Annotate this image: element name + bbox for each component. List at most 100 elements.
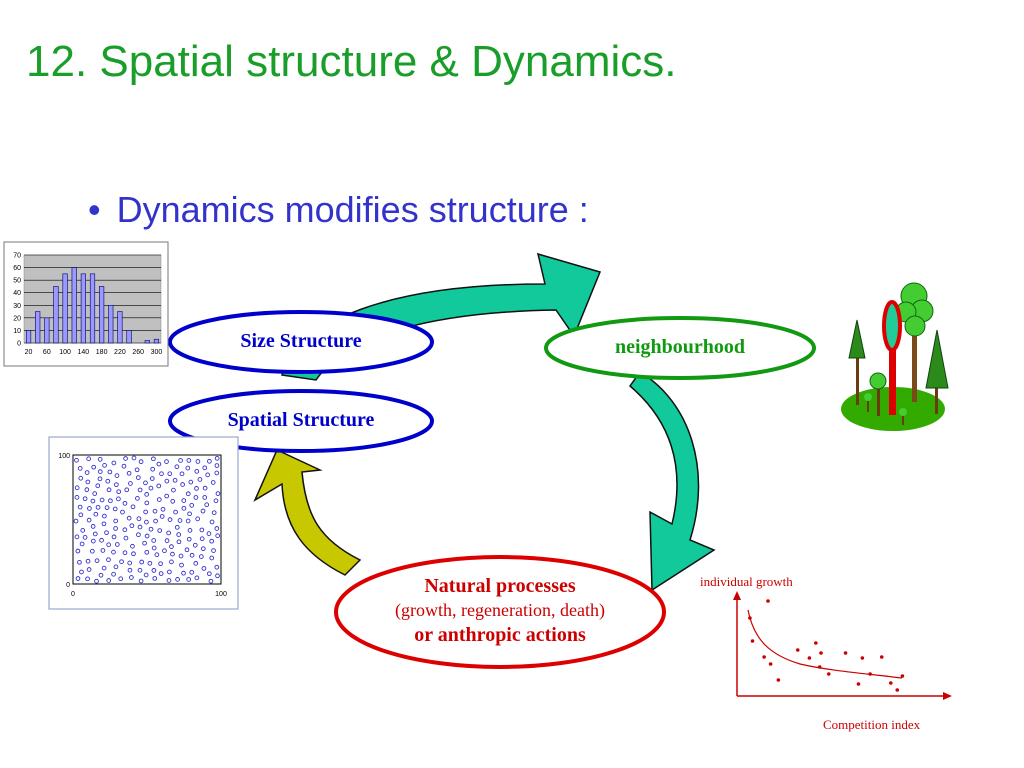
spatial-point (164, 493, 170, 499)
hist-bar (108, 304, 114, 344)
spatial-point (93, 511, 99, 517)
spatial-point (178, 458, 183, 463)
spatial-point (90, 538, 96, 544)
spatial-point (142, 540, 147, 546)
spatial-x-tick: 0 (71, 591, 75, 598)
hist-x-tick: 300 (151, 349, 163, 356)
competition-point (807, 656, 812, 660)
spatial-point (173, 509, 178, 515)
spatial-point (176, 539, 182, 545)
spatial-point (86, 456, 92, 462)
bullet-item: •Dynamics modifies structure : (88, 190, 589, 230)
spatial-point (164, 538, 170, 543)
spatial-point (113, 526, 118, 531)
spatial-point (181, 505, 187, 511)
spatial-point (99, 497, 105, 503)
hist-y-tick: 20 (13, 315, 21, 322)
hist-x-tick: 20 (25, 349, 33, 356)
spatial-point (102, 513, 107, 519)
competition-point (860, 656, 865, 660)
spatial-point (150, 466, 156, 472)
spatial-point (74, 485, 80, 491)
hist-bar (35, 311, 41, 344)
spatial-point (116, 496, 121, 502)
spatial-point (184, 547, 190, 553)
spatial-point (137, 524, 143, 530)
spatial-point (157, 528, 163, 533)
spatial-point (80, 528, 86, 533)
spatial-point (199, 536, 205, 542)
spatial-point (160, 506, 166, 512)
spatial-point (151, 545, 157, 551)
spatial-point (149, 476, 155, 481)
spatial-point (170, 498, 176, 504)
spatial-point (208, 578, 214, 584)
hist-y-tick: 0 (17, 341, 21, 348)
spatial-point (171, 487, 176, 493)
competition-point (814, 641, 818, 645)
spatial-point (179, 562, 184, 568)
spatial-point (90, 548, 95, 554)
spatial-point (197, 477, 203, 482)
spatial-point (144, 549, 150, 555)
spatial-point (127, 567, 133, 573)
spatial-point (73, 518, 79, 524)
spatial-point (120, 509, 125, 515)
spatial-point (94, 558, 100, 564)
spatial-point (181, 570, 186, 576)
spatial-point (159, 514, 165, 519)
spatial-point (209, 555, 215, 561)
spatial-point (206, 531, 212, 536)
spatial-point (193, 495, 199, 500)
spatial-point (181, 498, 187, 503)
spatial-point (87, 506, 92, 511)
spatial-point (187, 511, 192, 517)
spatial-point (180, 482, 185, 487)
spatial-point (167, 569, 172, 575)
trend-curve (747, 609, 903, 679)
spatial-point (192, 542, 198, 548)
spatial-point (106, 487, 112, 493)
spatial-point (144, 519, 149, 525)
hist-y-tick: 30 (13, 303, 21, 310)
spatial-point (82, 535, 88, 540)
spatial-point (129, 523, 135, 529)
competition-point (795, 648, 800, 652)
spatial-point (204, 502, 210, 508)
competition-point (895, 688, 900, 692)
spatial-point (177, 518, 183, 523)
spatial-point (186, 577, 192, 582)
spatial-point (95, 504, 101, 510)
spatial-structure-label: Spatial Structure (227, 409, 375, 431)
spatial-point (169, 544, 174, 549)
spatial-point (206, 571, 212, 577)
spatial-point (144, 500, 150, 506)
spatial-point (164, 478, 170, 484)
hist-bar (89, 273, 96, 344)
hist-bar (53, 286, 59, 344)
spatial-point (86, 567, 92, 572)
spatial-point (176, 532, 182, 537)
spatial-point (90, 498, 96, 504)
hist-bar (44, 317, 50, 344)
spatial-point (104, 530, 109, 536)
spatial-point (209, 538, 215, 544)
spatial-point (84, 470, 90, 475)
spatial-point (174, 464, 180, 470)
spatial-point (126, 515, 132, 521)
spatial-point (193, 561, 199, 566)
spatial-point (148, 485, 154, 491)
spatial-point (98, 572, 104, 578)
spatial-point (79, 569, 84, 575)
spatial-point (122, 527, 128, 533)
hist-bar (117, 311, 123, 344)
natural-processes-label: Natural processes (growth, regeneration,… (340, 573, 660, 648)
spatial-point (116, 489, 122, 495)
spatial-point (202, 495, 208, 500)
spatial-point (170, 551, 175, 557)
spatial-point (92, 491, 98, 496)
hist-x-tick: 220 (114, 349, 126, 356)
spatial-point (198, 554, 204, 559)
spatial-point (200, 508, 206, 514)
